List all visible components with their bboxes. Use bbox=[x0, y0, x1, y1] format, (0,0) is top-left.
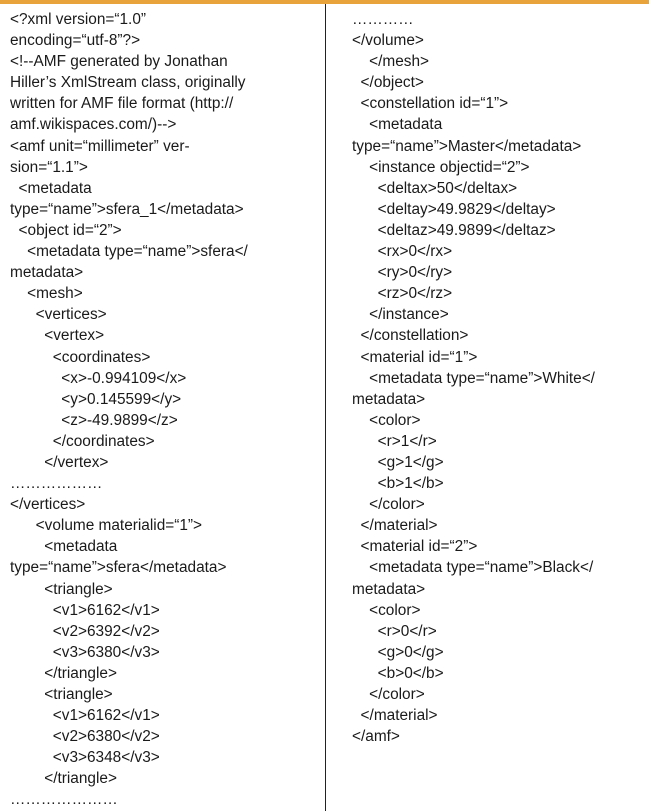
code-line: <metadata bbox=[352, 116, 443, 134]
code-line: amf.wikispaces.com/)--> bbox=[10, 116, 177, 134]
code-line: <ry>0</ry> bbox=[352, 264, 453, 282]
code-line: <y>0.145599</y> bbox=[10, 390, 182, 408]
code-line: <v1>6162</v1> bbox=[10, 601, 160, 619]
code-line: Hiller’s XmlStream class, originally bbox=[10, 74, 246, 92]
code-listing-table: <?xml version=“1.0” encoding=“utf-8”?> <!-… bbox=[0, 4, 649, 811]
code-line: <?xml version=“1.0” bbox=[10, 11, 147, 28]
code-line: <material id=“1”> bbox=[352, 348, 478, 366]
code-line: <b>0</b> bbox=[352, 664, 444, 682]
code-line: <b>1</b> bbox=[352, 475, 444, 493]
code-line: <r>1</r> bbox=[352, 432, 437, 450]
code-line: <constellation id=“1”> bbox=[352, 95, 509, 113]
code-line: </instance> bbox=[352, 306, 449, 324]
code-line: </vertex> bbox=[10, 453, 109, 471]
code-line: <metadata type=“name”>White</ bbox=[352, 369, 595, 387]
code-line: sion=“1.1”> bbox=[10, 158, 88, 176]
code-line: encoding=“utf-8”?> bbox=[10, 32, 141, 50]
code-line: <triangle> bbox=[10, 686, 113, 703]
code-line: <deltaz>49.9899</deltaz> bbox=[352, 221, 556, 239]
code-line: <rz>0</rz> bbox=[352, 285, 453, 303]
code-line: <metadata bbox=[10, 179, 92, 197]
code-line: </amf> bbox=[352, 728, 400, 746]
code-line: type=“name”>sfera</metadata> bbox=[10, 559, 227, 577]
code-line: <v3>6348</v3> bbox=[10, 749, 160, 767]
code-line: <g>0</g> bbox=[352, 643, 444, 661]
code-line: <!--AMF generated by Jonathan bbox=[10, 53, 228, 71]
code-line: <v1>6162</v1> bbox=[10, 707, 160, 725]
code-line: <v2>6392</v2> bbox=[10, 622, 160, 640]
code-line: <volume materialid=“1”> bbox=[10, 517, 203, 535]
code-line: <z>-49.9899</z> bbox=[10, 411, 178, 429]
code-line: </color> bbox=[352, 496, 425, 514]
code-line: <metadata bbox=[10, 538, 118, 556]
code-line: </material> bbox=[352, 517, 438, 535]
left-code-column: <?xml version=“1.0” encoding=“utf-8”?> <!-… bbox=[0, 4, 325, 811]
code-line: <object id=“2”> bbox=[10, 221, 122, 239]
code-line: </mesh> bbox=[352, 53, 429, 71]
code-line: metadata> bbox=[352, 390, 426, 408]
code-line: </object> bbox=[352, 74, 424, 92]
header-rule bbox=[0, 0, 649, 4]
code-line: <vertices> bbox=[10, 306, 107, 324]
code-line: metadata> bbox=[352, 580, 426, 598]
code-line: type=“name”>sfera_1</metadata> bbox=[10, 200, 244, 218]
code-line: <rx>0</rx> bbox=[352, 243, 453, 261]
code-line: </constellation> bbox=[352, 327, 469, 345]
code-line: </material> bbox=[352, 707, 438, 725]
code-line: metadata> bbox=[10, 264, 84, 282]
code-line: </triangle> bbox=[10, 770, 117, 788]
code-line: <color> bbox=[352, 411, 421, 429]
code-line: <triangle> bbox=[10, 580, 113, 598]
code-line: <deltay>49.9829</deltay> bbox=[352, 200, 556, 218]
right-code-column: ………… </volume> </mesh> </object> <constel… bbox=[325, 4, 649, 811]
code-line: <mesh> bbox=[10, 285, 83, 303]
code-line: </vertices> bbox=[10, 496, 86, 514]
code-line: ………… bbox=[352, 11, 414, 28]
code-line: <x>-0.994109</x> bbox=[10, 369, 187, 387]
code-line: <metadata type=“name”>sfera</ bbox=[10, 243, 248, 261]
code-line: </coordinates> bbox=[10, 432, 155, 450]
code-line: <v2>6380</v2> bbox=[10, 728, 160, 746]
code-line: written for AMF file format (http:// bbox=[10, 95, 234, 113]
code-line: </volume> bbox=[352, 32, 424, 50]
code-line: </color> bbox=[352, 686, 425, 703]
code-line: <material id=“2”> bbox=[352, 538, 478, 556]
code-line: </triangle> bbox=[10, 664, 117, 682]
code-line: <coordinates> bbox=[10, 348, 151, 366]
code-line: <deltax>50</deltax> bbox=[352, 179, 518, 197]
code-line: <r>0</r> bbox=[352, 622, 437, 640]
code-line: <amf unit=“millimeter” ver- bbox=[10, 137, 190, 155]
code-line: <vertex> bbox=[10, 327, 105, 345]
code-line: <instance objectid=“2”> bbox=[352, 158, 530, 176]
code-line: <g>1</g> bbox=[352, 453, 444, 471]
code-line: type=“name”>Master</metadata> bbox=[352, 137, 582, 155]
code-line: ………………… bbox=[10, 791, 118, 809]
code-line: ……………… bbox=[10, 475, 103, 493]
code-line: <metadata type=“name”>Black</ bbox=[352, 559, 594, 577]
code-line: <color> bbox=[352, 601, 421, 619]
code-line: <v3>6380</v3> bbox=[10, 643, 160, 661]
